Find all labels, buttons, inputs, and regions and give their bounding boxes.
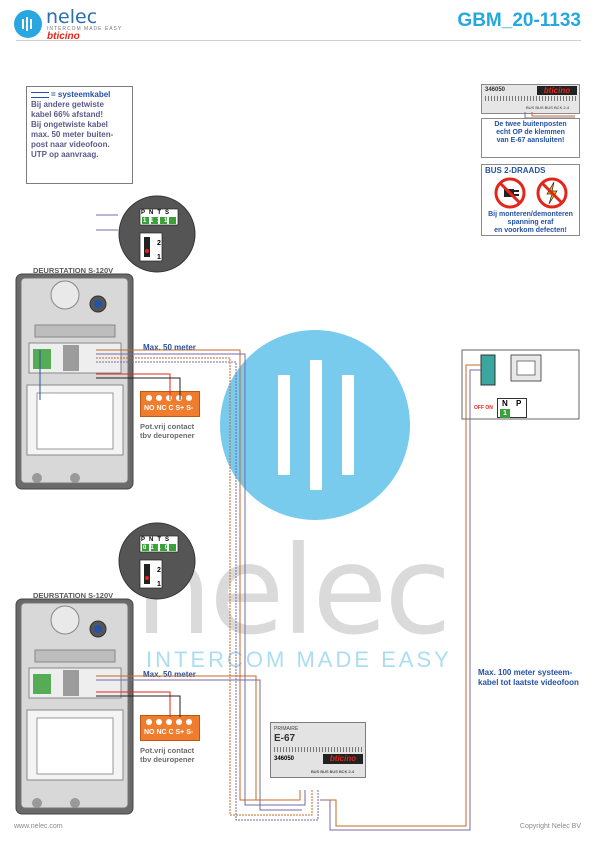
legend-line-6: post naar videofoon. [31,140,110,149]
document-code: GBM_20-1133 [457,10,581,31]
legend-line-5: max. 50 meter buiten- [31,130,114,139]
station1-value-p: 1 [143,218,151,224]
max-cable-note: Max. 100 meter systeem- kabel tot laatst… [478,668,579,688]
monitor-jumper: N P 1 [497,398,527,418]
station2-switch-s: S [165,537,174,543]
station1-switch-zoom [118,195,196,273]
legend-line-1: = systeemkabel [51,90,111,99]
footer-copyright: Copyright Nelec BV [519,823,581,830]
logo-tagline: INTERCOM MADE EASY [47,26,123,32]
station1-panel [15,273,134,490]
monitor-header-n: N [502,399,508,408]
no-power-icon [536,177,568,209]
station2-switch-values: 0110 [143,545,172,551]
bus-warning-line-1: Bij monteren/demonteren [488,211,573,218]
watermark-circle-icon [220,330,410,520]
nelec-logo-icon [14,10,42,38]
station1-switch-header: PNTS [141,210,173,216]
station2-switch-n: N [149,537,158,543]
station1-dip-2: 2 [157,240,161,247]
header-divider [16,40,581,41]
logo-brand: bticino [47,31,80,42]
bus-warning-text: Bij monteren/demonteren spanning eraf en… [482,211,579,235]
station2-value-s: 0 [164,545,173,551]
legend-line-3: kabel 66% afstand! [31,110,104,119]
station2-contact-terminals: NO NC C S+ S- [144,729,194,736]
cable-legend: = systeemkabel Bij andere getwiste kabel… [26,86,133,184]
station1-switch-p: P [141,210,150,216]
station1-title: DEURSTATION S-120V [33,266,114,275]
no-plug-icon [494,177,526,209]
station1-value-s: 1 [164,218,172,224]
bus-warning-line-3: en voorkom defecten! [494,227,567,234]
max-cable-line-1: Max. 100 meter systeem- [478,668,573,677]
station1-switch-values: 1111 [143,218,171,224]
station2-dip-2: 2 [157,567,161,574]
station1-switch-n: N [149,210,158,216]
ps-model: E-67 [274,733,296,744]
ps-terminals: BUS BUS BUS BCK 2-4 [311,769,355,774]
logo-name: nelec [46,6,98,28]
posts-note-line-3: van E-67 aansluiten! [496,137,565,144]
station1-contact-terminals: NO NC C S+ S- [144,405,194,412]
station2-contact-label: Pot.vrij contact tbv deuropener [140,746,195,764]
top-module: 346050 bticino BUS BUS BUS BCK 2-4 [481,84,580,114]
station1-switch-s: S [165,210,174,216]
station1-switch-t: T [157,210,166,216]
station1-contact-label-2: tbv deuropener [140,431,195,440]
ps-brand: bticino [323,754,363,764]
bus-warning-line-2: spanning eraf [507,219,554,226]
station1-dip: 2 1 [157,237,161,265]
station2-switch-zoom [118,522,196,600]
station1-cable-label: Max. 50 meter [143,343,196,352]
legend-line-2: Bij andere getwiste [31,100,104,109]
legend-line-4: Bij ongetwiste kabel [31,120,108,129]
monitor-value: 1 [500,409,510,418]
station1-value-n: 1 [150,218,158,224]
top-module-vents [485,96,577,101]
ps-code: 346050 [274,756,295,762]
max-cable-line-2: kabel tot laatste videofoon [478,678,579,687]
station2-dip: 2 1 [157,564,161,592]
ps-tag: PRIMAIRE [274,726,299,732]
bus-warning-title: BUS 2-DRAADS [485,166,546,175]
top-module-brand: bticino [537,86,577,95]
station1-value-t: 1 [157,218,165,224]
footer-website: www.nelec.com [14,823,63,830]
monitor-switch-label: OFF ON [474,405,493,411]
top-module-terminals: BUS BUS BUS BCK 2-4 [526,105,570,110]
station2-value-n: 1 [150,545,158,551]
station2-switch-t: T [157,537,166,543]
watermark-tagline: INTERCOM MADE EASY [146,647,452,672]
station2-value-t: 1 [157,545,165,551]
station2-switch-p: P [141,537,150,543]
station2-contact-label-1: Pot.vrij contact [140,746,195,755]
power-supply-e67: PRIMAIRE E-67 346050 bticino BUS BUS BUS… [270,722,366,778]
station1-contact-label: Pot.vrij contact tbv deuropener [140,422,195,440]
station2-panel [15,598,134,815]
station2-contact-screws-icon [146,719,192,725]
cable-symbol-icon [31,91,49,98]
station2-contact-label-2: tbv deuropener [140,755,195,764]
station2-title: DEURSTATION S-120V [33,591,114,600]
bus-warning-box: BUS 2-DRAADS Bij monteren/demonteren spa… [481,164,580,236]
station2-contact-block: NO NC C S+ S- [140,715,200,741]
station2-cable-label: Max. 50 meter [143,670,196,679]
station2-dip-1: 1 [157,581,161,588]
station1-dip-1: 1 [157,254,161,261]
station2-value-p: 0 [143,545,151,551]
station2-switch-header: PNTS [141,537,173,543]
posts-note: De twee buitenposten echt OP de klemmen … [481,118,580,158]
legend-line-7: UTP op aanvraag. [31,150,99,159]
ps-vents [274,747,362,752]
top-module-code: 346050 [485,87,506,93]
posts-note-line-1: De twee buitenposten [494,121,567,128]
station1-contact-label-1: Pot.vrij contact [140,422,195,431]
posts-note-line-2: echt OP de klemmen [496,129,565,136]
monitor-header-p: P [516,399,522,408]
